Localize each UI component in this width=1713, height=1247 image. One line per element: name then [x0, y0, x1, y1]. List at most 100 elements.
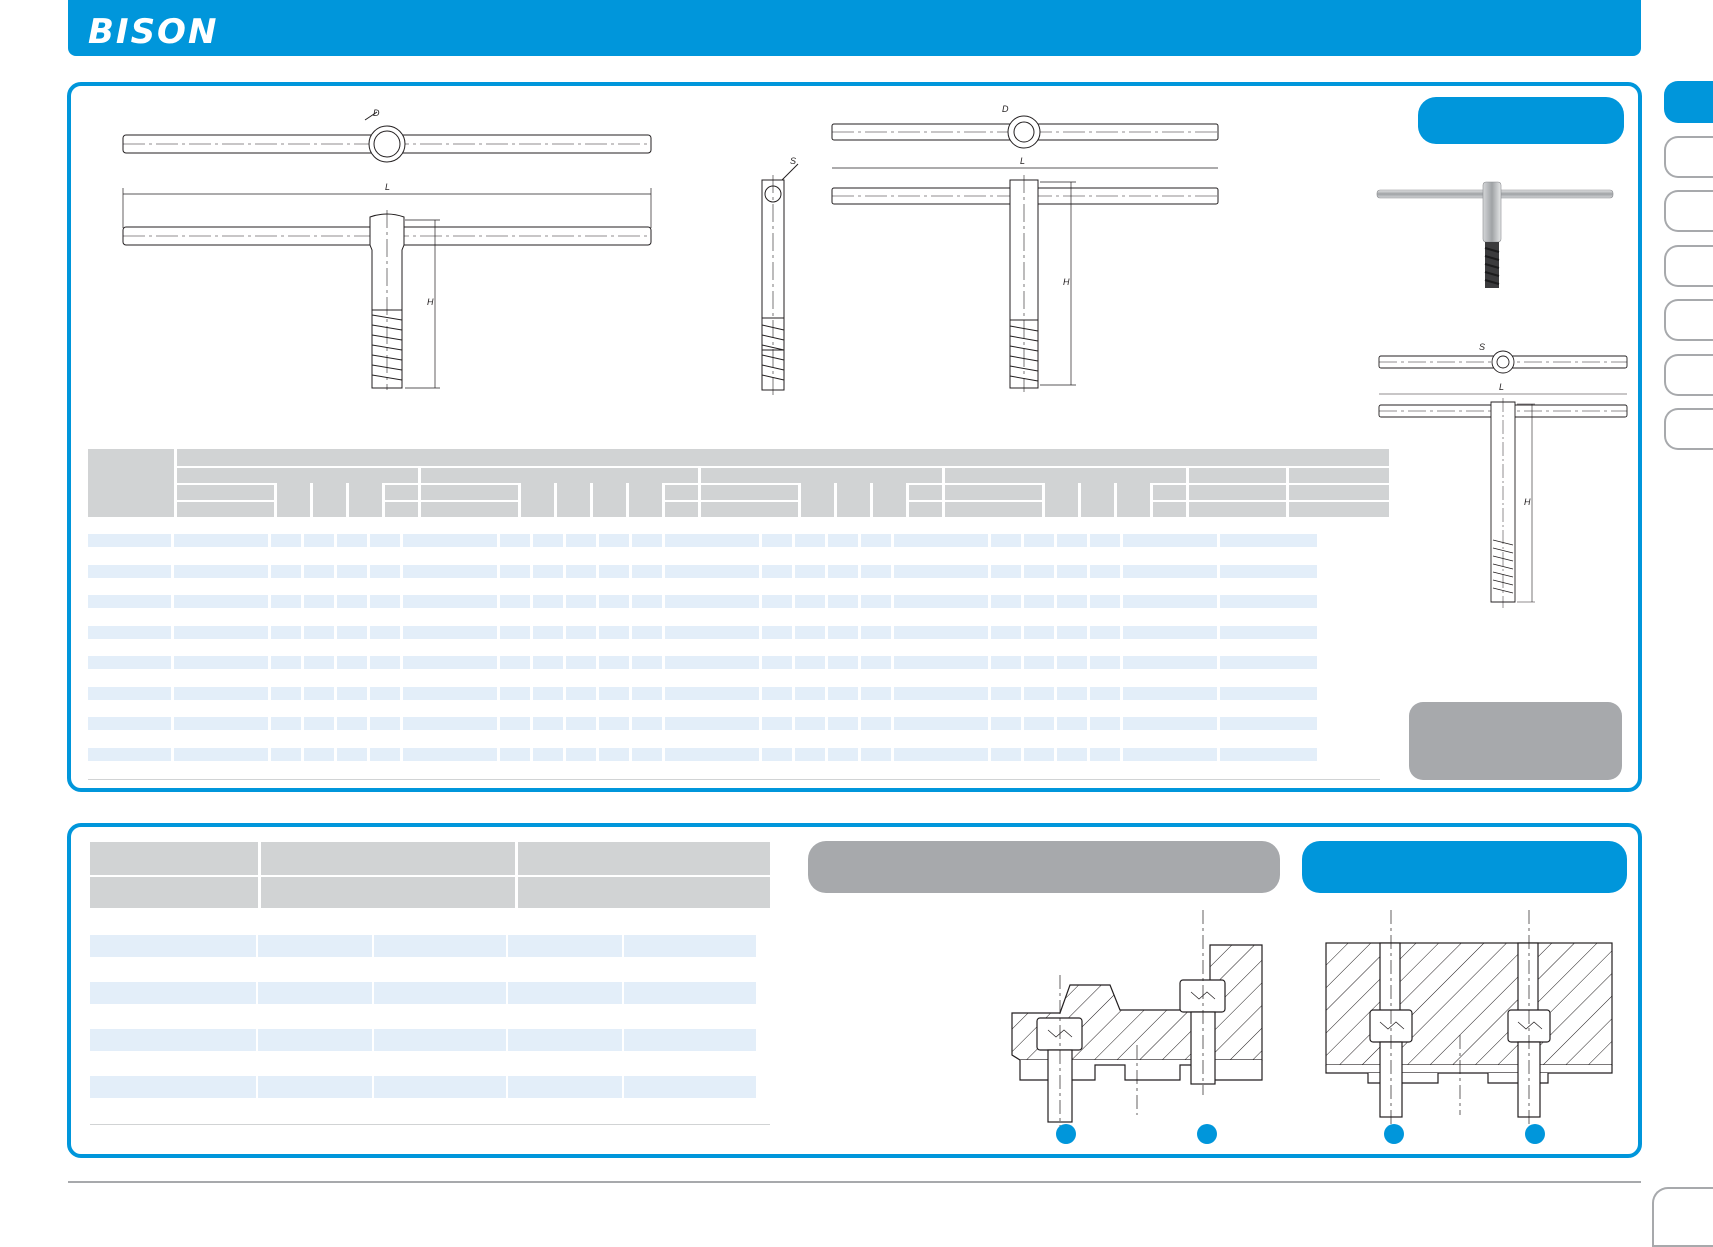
table-cell [271, 656, 301, 669]
table-cell [861, 595, 891, 608]
table-cell [533, 595, 563, 608]
table-cell [403, 564, 497, 578]
table-cell [370, 656, 400, 669]
table-cell [1090, 534, 1120, 547]
table-row [88, 625, 1317, 639]
table-cell [304, 717, 334, 730]
table-cell [1123, 717, 1217, 730]
mount-figure-a [1011, 910, 1263, 1130]
table-cell [304, 625, 334, 639]
header-cell [261, 875, 515, 908]
table-cell [566, 656, 596, 669]
table-cell [828, 595, 858, 608]
table-cell [991, 534, 1021, 547]
table-cell [1024, 595, 1054, 608]
table-cell [1123, 534, 1217, 547]
table-cell [508, 982, 622, 1004]
table-cell [566, 595, 596, 608]
header-cell [277, 483, 310, 517]
table-cell [337, 686, 367, 700]
table-cell [271, 595, 301, 608]
header-group-1 [177, 466, 418, 483]
header-cell [557, 483, 590, 517]
table-cell [795, 686, 825, 700]
table-cell [828, 686, 858, 700]
table-cell [665, 747, 759, 761]
header-size [88, 449, 174, 517]
table-cell [991, 564, 1021, 578]
table-cell [632, 564, 662, 578]
header-cell [261, 842, 515, 875]
table-cell [88, 564, 171, 578]
header-cell [801, 483, 834, 517]
header-cell [1189, 483, 1286, 500]
side-tab-2[interactable] [1664, 136, 1713, 178]
table-cell [828, 717, 858, 730]
table-cell [1220, 717, 1317, 730]
header-cell [421, 500, 518, 517]
table-cell [508, 1076, 622, 1098]
figure-marker-1 [1056, 1124, 1076, 1144]
table-cell [174, 747, 268, 761]
table-cell [1057, 717, 1087, 730]
figure-marker-3 [1384, 1124, 1404, 1144]
table-cell [1123, 747, 1217, 761]
table-row [90, 935, 756, 957]
header-cell [177, 500, 274, 517]
dim-label-h-c: H [1524, 497, 1531, 507]
table-row [90, 982, 756, 1004]
side-tab-6[interactable] [1664, 354, 1713, 396]
dim-label-s: S [790, 156, 796, 166]
table-cell [632, 717, 662, 730]
table-cell [599, 564, 629, 578]
side-tab-1[interactable] [1664, 81, 1713, 123]
table-cell [304, 564, 334, 578]
table-cell [566, 564, 596, 578]
side-tab-5[interactable] [1664, 299, 1713, 341]
header-cell [518, 842, 770, 875]
table-cell [337, 595, 367, 608]
table-cell [1123, 564, 1217, 578]
table-cell [258, 982, 372, 1004]
table-cell [500, 686, 530, 700]
table-cell [828, 625, 858, 639]
figure-marker-4 [1525, 1124, 1545, 1144]
table-cell [762, 564, 792, 578]
bolt-table-bottom-rule [90, 1124, 770, 1125]
table-cell [174, 625, 268, 639]
header-cell [313, 483, 346, 517]
table-cell [828, 534, 858, 547]
table-cell [1090, 625, 1120, 639]
header-cell [1117, 483, 1150, 517]
table-cell [1090, 747, 1120, 761]
table-cell [500, 747, 530, 761]
table-cell [1090, 564, 1120, 578]
table-row [88, 686, 1317, 700]
table-cell [258, 1076, 372, 1098]
table-cell [88, 656, 171, 669]
table-cell [533, 686, 563, 700]
side-tab-7[interactable] [1664, 408, 1713, 450]
table-cell [271, 534, 301, 547]
side-tab-3[interactable] [1664, 190, 1713, 232]
table-cell [1090, 686, 1120, 700]
table-cell [762, 717, 792, 730]
table-cell [374, 982, 506, 1004]
table-cell [1024, 686, 1054, 700]
table-row [90, 1076, 756, 1098]
table-cell [1220, 534, 1317, 547]
table-cell [500, 625, 530, 639]
chuck-key-panel [67, 82, 1642, 792]
table-cell [632, 656, 662, 669]
table-cell [599, 625, 629, 639]
table-cell [1057, 686, 1087, 700]
table-cell [1220, 686, 1317, 700]
table-cell [599, 534, 629, 547]
table-cell [828, 747, 858, 761]
header-cell [945, 500, 1042, 517]
page-number-tab [1652, 1187, 1713, 1247]
side-tab-4[interactable] [1664, 245, 1713, 287]
mount-type-b-pill [1302, 841, 1627, 893]
table-cell [894, 534, 988, 547]
table-cell [1220, 625, 1317, 639]
